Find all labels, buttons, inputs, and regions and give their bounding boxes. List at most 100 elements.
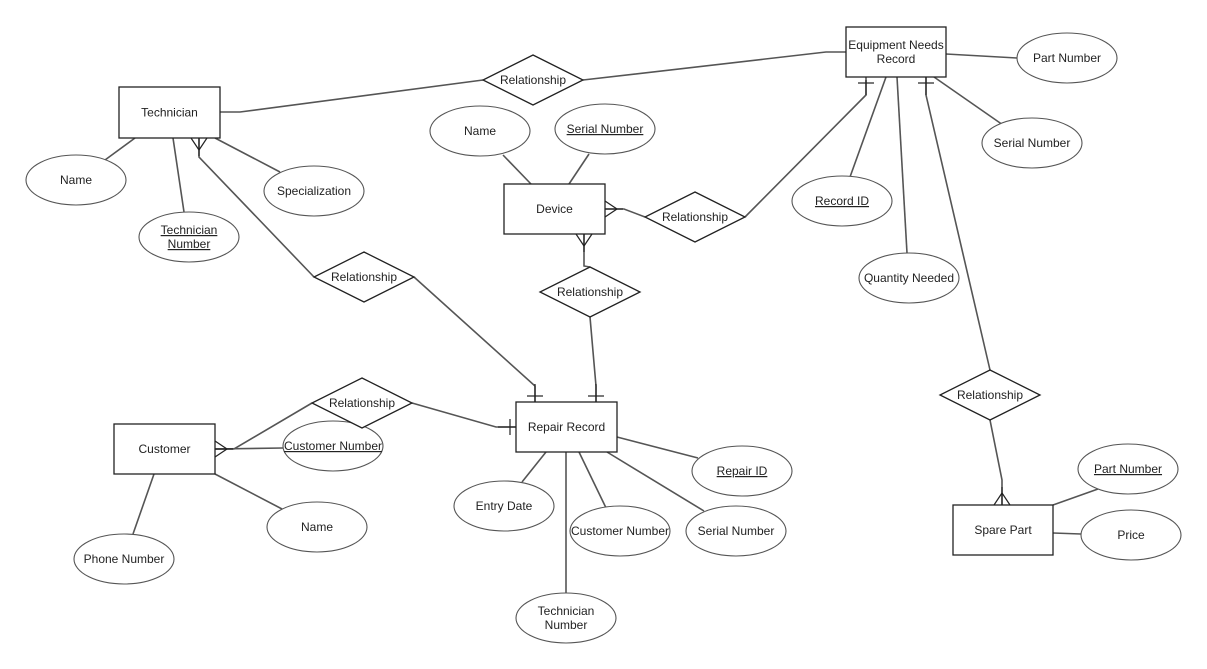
attribute-ellipse[interactable] — [429, 105, 531, 157]
key-attribute-label: Part Number — [1094, 462, 1162, 476]
attribute-connector-sp-part-number — [1052, 488, 1099, 506]
relationship-rel-tech-rr[interactable]: Relationship — [312, 251, 416, 303]
attribute-rr-customer-number[interactable]: Customer Number — [569, 505, 671, 557]
attribute-connector-tech-specialization — [214, 137, 281, 173]
relationship-rel-device-rr[interactable]: Relationship — [538, 266, 642, 318]
attribute-rr-serial[interactable]: Serial Number — [685, 505, 787, 557]
attribute-ellipse[interactable] — [1080, 509, 1182, 561]
cardinality-layer — [190, 77, 1011, 506]
attribute-cust-phone[interactable]: Phone Number — [73, 533, 175, 585]
attribute-enr-serial[interactable]: Serial Number — [981, 117, 1083, 169]
attribute-label: Specialization — [277, 184, 351, 198]
relationship-label: Relationship — [331, 270, 397, 284]
attribute-tech-name[interactable]: Name — [25, 154, 127, 206]
attribute-ellipse[interactable] — [515, 592, 617, 644]
attribute-device-serial[interactable]: Serial Number — [554, 103, 656, 155]
relationship-label: Relationship — [557, 285, 623, 299]
attribute-ellipse[interactable] — [981, 117, 1083, 169]
enr-one-marker-icon — [918, 77, 934, 95]
entity-box[interactable] — [952, 504, 1054, 556]
attribute-cust-name[interactable]: Name — [266, 501, 368, 553]
attribute-ellipse[interactable] — [691, 445, 793, 497]
attribute-ellipse[interactable] — [453, 480, 555, 532]
attribute-ellipse[interactable] — [858, 252, 960, 304]
attribute-device-name[interactable]: Name — [429, 105, 531, 157]
attribute-ellipse[interactable] — [791, 175, 893, 227]
relationship-rel-tech-enr[interactable]: Relationship — [481, 54, 585, 106]
attribute-ellipse[interactable] — [1016, 32, 1118, 84]
attribute-sp-price[interactable]: Price — [1080, 509, 1182, 561]
attribute-ellipse[interactable] — [25, 154, 127, 206]
attribute-rr-repair-id[interactable]: Repair ID — [691, 445, 793, 497]
attribute-ellipse[interactable] — [282, 420, 384, 472]
attribute-ellipse[interactable] — [266, 501, 368, 553]
relationship-rel-enr-sp[interactable]: Relationship — [938, 369, 1042, 421]
customer-many-marker-icon — [214, 440, 233, 458]
relationship-connector-rel-enr-sp-1 — [989, 419, 1003, 505]
attribute-label: Quantity Needed — [864, 271, 954, 285]
attribute-enr-part-number[interactable]: Part Number — [1016, 32, 1118, 84]
attribute-label: Part Number — [1033, 51, 1101, 65]
attribute-label: Serial Number — [698, 524, 775, 538]
relationship-rel-device-enr[interactable]: Relationship — [643, 191, 747, 243]
relationship-diamond[interactable] — [938, 369, 1042, 421]
entity-label: Technician — [141, 106, 198, 120]
attribute-ellipse[interactable] — [569, 505, 671, 557]
relationship-diamond[interactable] — [481, 54, 585, 106]
technician-many-marker-icon — [190, 137, 208, 156]
attribute-connector-rr-repair-id — [616, 436, 699, 459]
attribute-ellipse[interactable] — [685, 505, 787, 557]
attribute-ellipse[interactable] — [73, 533, 175, 585]
relationship-diamond[interactable] — [310, 377, 414, 429]
attribute-ellipse[interactable] — [263, 165, 365, 217]
key-attribute-label: Serial Number — [567, 122, 644, 136]
attribute-label: Entry Date — [476, 499, 533, 513]
entity-repair-record[interactable]: Repair Record — [515, 401, 618, 453]
attribute-connector-sp-price — [1052, 532, 1082, 535]
relationship-diamond[interactable] — [538, 266, 642, 318]
entity-box[interactable] — [113, 423, 216, 475]
attribute-connector-rr-serial — [606, 451, 705, 512]
attribute-connector-enr-part-number — [945, 53, 1018, 59]
attribute-connector-cust-phone — [132, 473, 155, 535]
attribute-connector-cust-name — [214, 473, 283, 510]
attribute-label: Serial Number — [994, 136, 1071, 150]
attribute-enr-record-id[interactable]: Record ID — [791, 175, 893, 227]
relationship-connector-rel-tech-rr-1 — [413, 276, 536, 402]
attribute-connector-rr-entry-date — [521, 451, 547, 483]
entity-box[interactable] — [118, 86, 221, 139]
relationship-diamond[interactable] — [312, 251, 416, 303]
attribute-sp-part-number[interactable]: Part Number — [1077, 443, 1179, 495]
entity-box[interactable] — [845, 26, 947, 78]
entity-device[interactable]: Device — [503, 183, 606, 235]
attribute-ellipse[interactable] — [554, 103, 656, 155]
attribute-label: Phone Number — [84, 552, 165, 566]
attribute-cust-number[interactable]: Customer Number — [282, 420, 384, 472]
attribute-label: Name — [464, 124, 496, 138]
attribute-enr-quantity[interactable]: Quantity Needed — [858, 252, 960, 304]
attribute-tech-specialization[interactable]: Specialization — [263, 165, 365, 217]
repair-record-one-marker-icon — [498, 419, 516, 435]
relationship-label: Relationship — [957, 388, 1023, 402]
entity-label: Device — [536, 202, 573, 216]
enr-one-marker-icon — [858, 77, 874, 95]
relationship-rel-cust-rr[interactable]: Relationship — [310, 377, 414, 429]
entity-label: Customer — [138, 442, 190, 456]
key-attribute-label: Customer Number — [284, 439, 382, 453]
key-attribute-label: Record ID — [815, 194, 869, 208]
relationship-diamond[interactable] — [643, 191, 747, 243]
entity-technician[interactable]: Technician — [118, 86, 221, 139]
attribute-ellipse[interactable] — [1077, 443, 1179, 495]
entity-spare-part[interactable]: Spare Part — [952, 504, 1054, 556]
entity-customer[interactable]: Customer — [113, 423, 216, 475]
attribute-ellipse[interactable] — [138, 211, 240, 263]
attribute-connector-device-name — [502, 154, 532, 185]
attribute-rr-entry-date[interactable]: Entry Date — [453, 480, 555, 532]
relationship-label: Relationship — [662, 210, 728, 224]
attribute-connector-enr-serial — [933, 76, 1004, 126]
